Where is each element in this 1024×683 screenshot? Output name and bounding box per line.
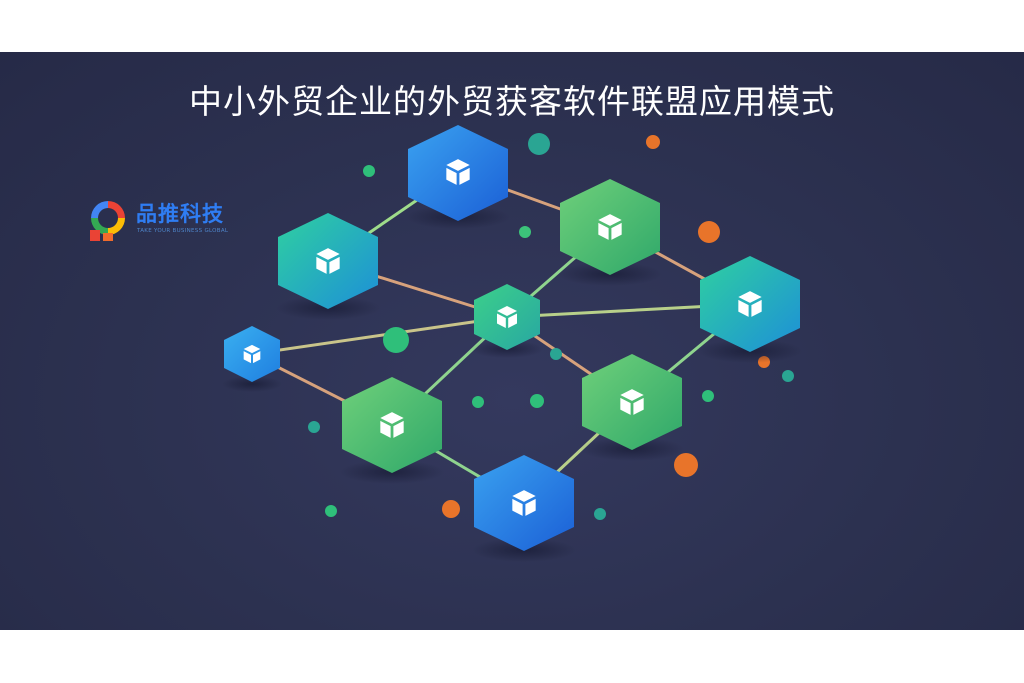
node-hexagon (222, 326, 282, 392)
dot (383, 327, 409, 353)
node-hexagon (406, 125, 510, 229)
dot (442, 500, 460, 518)
nodes (222, 125, 802, 562)
dot (308, 421, 320, 433)
node-hexagon (558, 179, 662, 286)
brand-name: 品推科技 (136, 202, 224, 226)
dot (550, 348, 562, 360)
dot (363, 165, 375, 177)
dot (702, 390, 714, 402)
page-title: 中小外贸企业的外贸获客软件联盟应用模式 (189, 82, 835, 121)
network-diagram (222, 125, 802, 562)
node-hexagon (471, 284, 543, 358)
dot (594, 508, 606, 520)
dot (674, 453, 698, 477)
dot (472, 396, 484, 408)
dot (519, 226, 531, 238)
brand-tagline: TAKE YOUR BUSINESS GLOBAL (137, 228, 229, 234)
node-hexagon (580, 354, 684, 461)
pin-logo-icon (90, 201, 125, 241)
illustration-canvas: 中小外贸企业的外贸获客软件联盟应用模式 品推科技 TAKE YOUR BUSIN… (0, 52, 1024, 630)
dot (782, 370, 794, 382)
node-hexagon (472, 455, 576, 562)
link (251, 315, 508, 356)
floating-dots (308, 133, 794, 520)
node-hexagon (276, 213, 380, 320)
dot (528, 133, 550, 155)
dot (698, 221, 720, 243)
dot (325, 505, 337, 517)
brand-logo: 品推科技 TAKE YOUR BUSINESS GLOBAL (84, 197, 264, 245)
dot (530, 394, 544, 408)
dot (646, 135, 660, 149)
node-hexagon (340, 377, 444, 484)
node-hexagon (698, 256, 802, 363)
